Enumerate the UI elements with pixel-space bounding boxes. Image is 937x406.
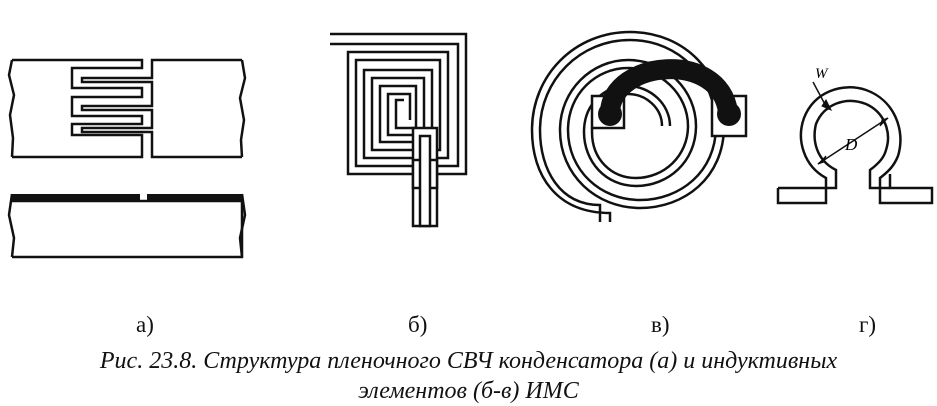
caption-line-2: элементов (б-в) ИМС bbox=[358, 378, 579, 404]
panel-a-capacitor bbox=[7, 58, 247, 159]
panel-label-g: г) bbox=[859, 312, 877, 337]
loop-inner bbox=[778, 99, 890, 190]
width-label: W bbox=[815, 66, 829, 82]
capacitor-right-electrode bbox=[80, 58, 242, 159]
panel-label-v: в) bbox=[651, 312, 670, 337]
circular-spiral bbox=[538, 38, 718, 222]
metal-layer-right bbox=[147, 194, 242, 201]
panel-v-circular-spiral bbox=[530, 30, 748, 222]
panel-g-loop-inductor bbox=[776, 81, 934, 205]
bridge-contact-left bbox=[598, 102, 622, 126]
diameter-label: D bbox=[844, 135, 858, 154]
diameter-arrow-head-1 bbox=[817, 155, 827, 165]
bridge-inner bbox=[418, 134, 432, 228]
substrate-left-edge bbox=[7, 193, 16, 258]
panel-label-b: б) bbox=[408, 312, 428, 337]
panel-b-square-spiral bbox=[330, 32, 468, 228]
bridge-contact-right bbox=[717, 102, 741, 126]
circular-spiral-inner bbox=[530, 30, 726, 222]
loop-outer bbox=[776, 86, 934, 205]
substrate bbox=[12, 199, 244, 259]
figure-caption: Рис. 23.8. Структура пленочного СВЧ конд… bbox=[0, 346, 937, 406]
air-bridge bbox=[600, 59, 738, 122]
width-arrow-head bbox=[821, 99, 833, 112]
left-cut-edge bbox=[7, 59, 16, 158]
right-cut-edge bbox=[238, 59, 247, 158]
panel-a-cross-section bbox=[7, 193, 247, 259]
substrate-right-edge bbox=[238, 193, 247, 258]
diameter-arrow-head-2 bbox=[879, 117, 889, 127]
panel-label-a: а) bbox=[136, 312, 154, 337]
metal-layer-left bbox=[12, 194, 140, 201]
spiral-outer-trace bbox=[330, 32, 468, 176]
capacitor-left-electrode bbox=[12, 58, 144, 159]
caption-line-1: Рис. 23.8. Структура пленочного СВЧ конд… bbox=[99, 348, 838, 374]
diameter-line bbox=[817, 117, 889, 165]
